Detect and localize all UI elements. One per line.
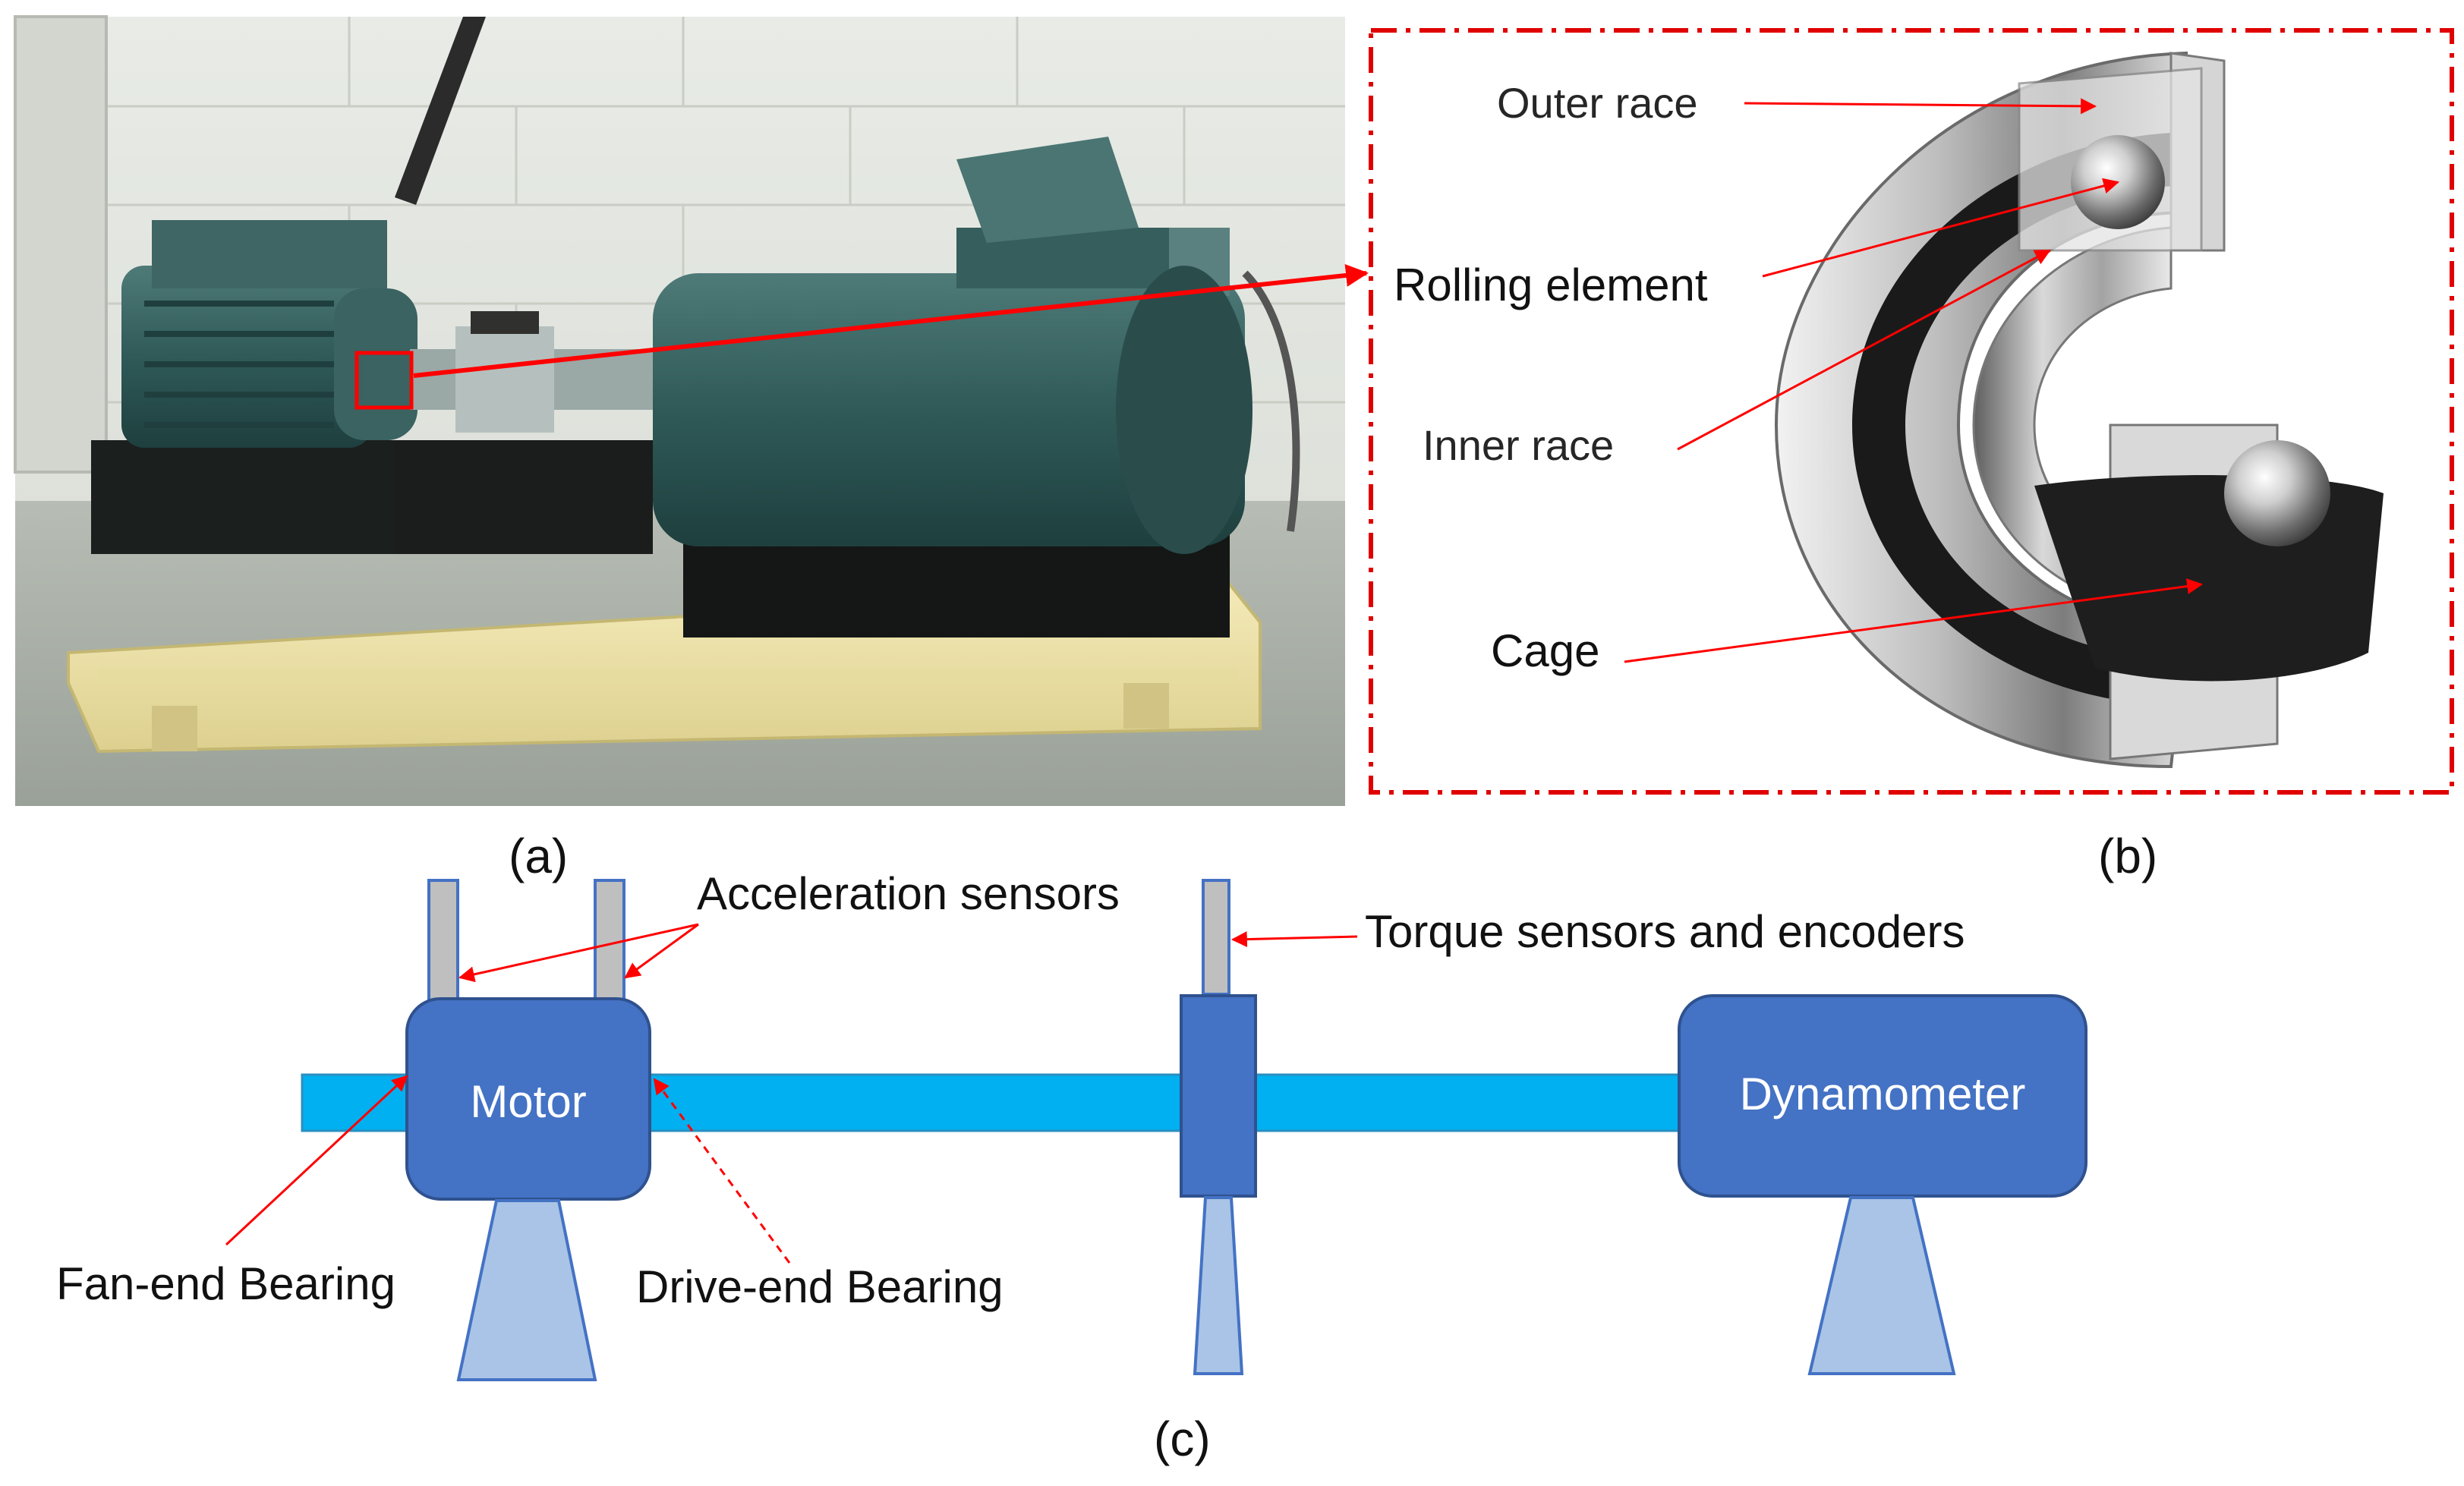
- acceleration-arrow-fan-end: [458, 923, 699, 983]
- drive-end-bearing-label: Drive-end Bearing: [636, 1261, 1004, 1312]
- panel-c-schematic: Motor Dynamometer Acceleration sensors T…: [56, 868, 2087, 1381]
- caption-a: (a): [509, 829, 568, 883]
- inner-race-label: Inner race: [1423, 421, 1614, 469]
- panel-b-bearing-detail: Outer race Rolling element Inner race Ca…: [1369, 28, 2454, 795]
- dashed-detail-frame: [1369, 28, 2454, 795]
- fan-end-bearing-arrow: [225, 1075, 408, 1246]
- coupling-base: [395, 440, 653, 554]
- cable: [1242, 270, 1300, 532]
- outer-race-label: Outer race: [1497, 79, 1698, 127]
- panel-a-photo: [14, 15, 1369, 806]
- dynamometer-base-plate: [683, 531, 1230, 638]
- torque-sensors-label: Torque sensors and encoders: [1365, 906, 1965, 957]
- detail-pointer-arrow: [413, 263, 1369, 378]
- cage-arrow: [1624, 578, 2204, 663]
- bearing-illustration: [1774, 51, 2384, 769]
- wall-cabinet: [14, 15, 108, 474]
- rolling-ball-bottom: [2224, 440, 2330, 546]
- torque-transducer: [455, 326, 554, 433]
- rolling-element-arrow: [1762, 178, 2120, 278]
- acceleration-arrow-drive-end: [624, 923, 699, 979]
- rolling-element-label: Rolling element: [1394, 260, 1708, 310]
- acceleration-sensor-fan-end: [427, 879, 459, 1002]
- torque-sensors-arrow: [1230, 931, 1358, 948]
- torque-sensor-support: [1193, 1196, 1244, 1375]
- inner-race-arrow: [1677, 249, 2051, 451]
- dynamometer-photo: [653, 137, 1252, 554]
- acceleration-sensors-label: Acceleration sensors: [697, 868, 1120, 919]
- dynamometer-support: [1807, 1196, 1956, 1375]
- drive-end-bearing-arrow: [653, 1078, 791, 1264]
- wall-pipe: [395, 17, 486, 205]
- acceleration-sensor-drive-end: [594, 879, 625, 1002]
- torque-sensor-block: [1180, 994, 1257, 1198]
- drive-motor: [121, 220, 417, 448]
- torque-sensor-rod: [1202, 879, 1230, 996]
- outer-race-arrow: [1744, 98, 2097, 115]
- motor-label: Motor: [470, 1076, 586, 1127]
- caption-c: (c): [1154, 1412, 1211, 1466]
- dynamometer-label: Dynamometer: [1740, 1069, 2026, 1119]
- motor-support: [456, 1199, 597, 1381]
- cage-label: Cage: [1491, 625, 1599, 676]
- caption-b: (b): [2098, 829, 2157, 883]
- bearing-highlight-box: [354, 351, 414, 410]
- fan-end-bearing-label: Fan-end Bearing: [56, 1258, 395, 1309]
